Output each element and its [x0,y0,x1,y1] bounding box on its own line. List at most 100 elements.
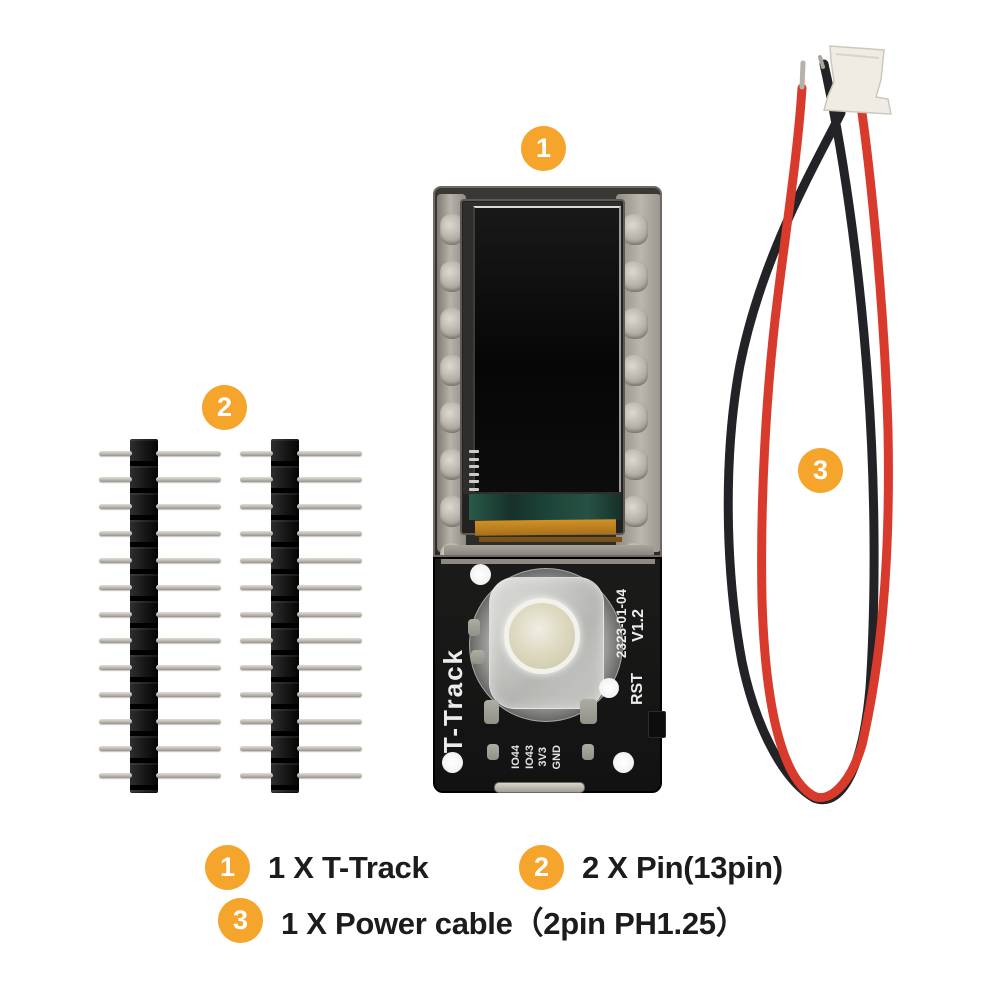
legend-text-cable: 1 X Power cable（2pin PH1.25） [281,906,747,941]
header-pin [99,611,132,617]
header-pin [156,665,221,671]
header-pin [99,719,132,724]
t-track-board: T-Track 2323-01-04 V1.2 RST IO44 IO43 3V… [433,186,666,793]
legend-text-pins: 2 X Pin(13pin) [582,849,783,885]
pin-header-plastic [130,439,158,793]
display-pin-mark [469,465,479,468]
header-pin [99,477,132,483]
solder-pad [468,619,480,636]
castellation-bump [622,261,648,292]
display-pin-mark [469,480,479,483]
header-pin [99,692,132,698]
solder-pad [580,699,597,724]
legend-item-cable: 3 1 X Power cable（2pin PH1.25） [218,898,747,943]
mounting-hole [442,752,463,773]
encoder-button [504,598,580,674]
pin-header [240,439,362,793]
header-pin [240,557,273,563]
legend-badge-3: 3 [218,898,263,943]
header-pin [297,450,362,456]
usb-c-port [494,782,585,793]
header-pin [99,504,132,510]
header-pin [240,450,273,456]
header-pin [99,531,132,537]
callout-badge-1: 1 [521,126,566,171]
header-pin [99,557,132,563]
connector-latch [835,53,880,59]
legend-badge-1: 1 [205,845,250,890]
cover-bottom-edge [444,545,654,555]
header-pin [156,772,221,778]
solder-pad [484,700,499,724]
header-pin [156,692,221,698]
header-pin [156,584,221,590]
header-pin [297,772,362,778]
ph125-connector [823,45,892,115]
header-pin [156,504,221,510]
header-pin [240,745,273,751]
solder-pad [471,650,485,664]
mounting-hole [599,678,619,698]
pin-header-plastic [271,439,299,793]
castellation-bump [622,496,648,527]
solder-pad [487,744,499,760]
header-pin [297,638,362,644]
header-pin [240,611,273,617]
header-pin [297,692,362,698]
castellation-bump [622,402,648,433]
header-pin [240,477,273,483]
header-pin [297,477,362,483]
header-pin [240,531,273,537]
tinned-wire-tip [818,55,825,69]
header-pin [297,504,362,510]
callout-badge-3: 3 [798,448,843,493]
display-screen [473,206,621,492]
header-pin [99,745,132,751]
display-pin-mark [469,450,479,453]
legend-badge-2: 2 [519,845,564,890]
header-pin [240,692,273,698]
header-pin [156,638,221,644]
header-pin [156,450,221,456]
header-pin [240,504,273,510]
display-flex-edge [479,537,622,542]
black-wire [723,59,879,805]
header-pin [99,665,132,671]
header-pin [99,584,132,590]
castellation-bump [622,308,648,339]
header-pin [240,665,273,671]
header-pin [297,745,362,751]
display-pin-mark [469,487,479,491]
header-pin [156,531,221,537]
display-driver-pcb [469,494,621,520]
header-pin [156,719,221,724]
legend-item-t-track: 1 1 X T-Track [205,845,429,890]
callout-badge-2: 2 [202,385,247,430]
castellation-bump [622,214,648,245]
header-pin [297,719,362,724]
header-pin [297,584,362,590]
header-pin [240,719,273,724]
header-pin [156,477,221,483]
header-pin [99,638,132,644]
board-top-section [433,186,662,557]
tinned-wire-tip [799,60,806,90]
header-pin [156,745,221,751]
header-pin [156,611,221,617]
mounting-hole [613,752,634,773]
header-pin [240,584,273,590]
pin-header [99,439,221,793]
header-pin [240,772,273,778]
side-switch [648,711,666,738]
solder-pad [582,744,594,760]
legend-item-pins: 2 2 X Pin(13pin) [519,845,783,890]
header-pin [156,557,221,563]
header-pin [240,638,273,644]
legend-text-t-track: 1 X T-Track [268,849,429,885]
board-bottom-section: T-Track 2323-01-04 V1.2 RST IO44 IO43 3V… [433,557,666,793]
display-pin-mark [469,457,479,461]
header-pin [297,665,362,671]
header-pin [297,531,362,537]
